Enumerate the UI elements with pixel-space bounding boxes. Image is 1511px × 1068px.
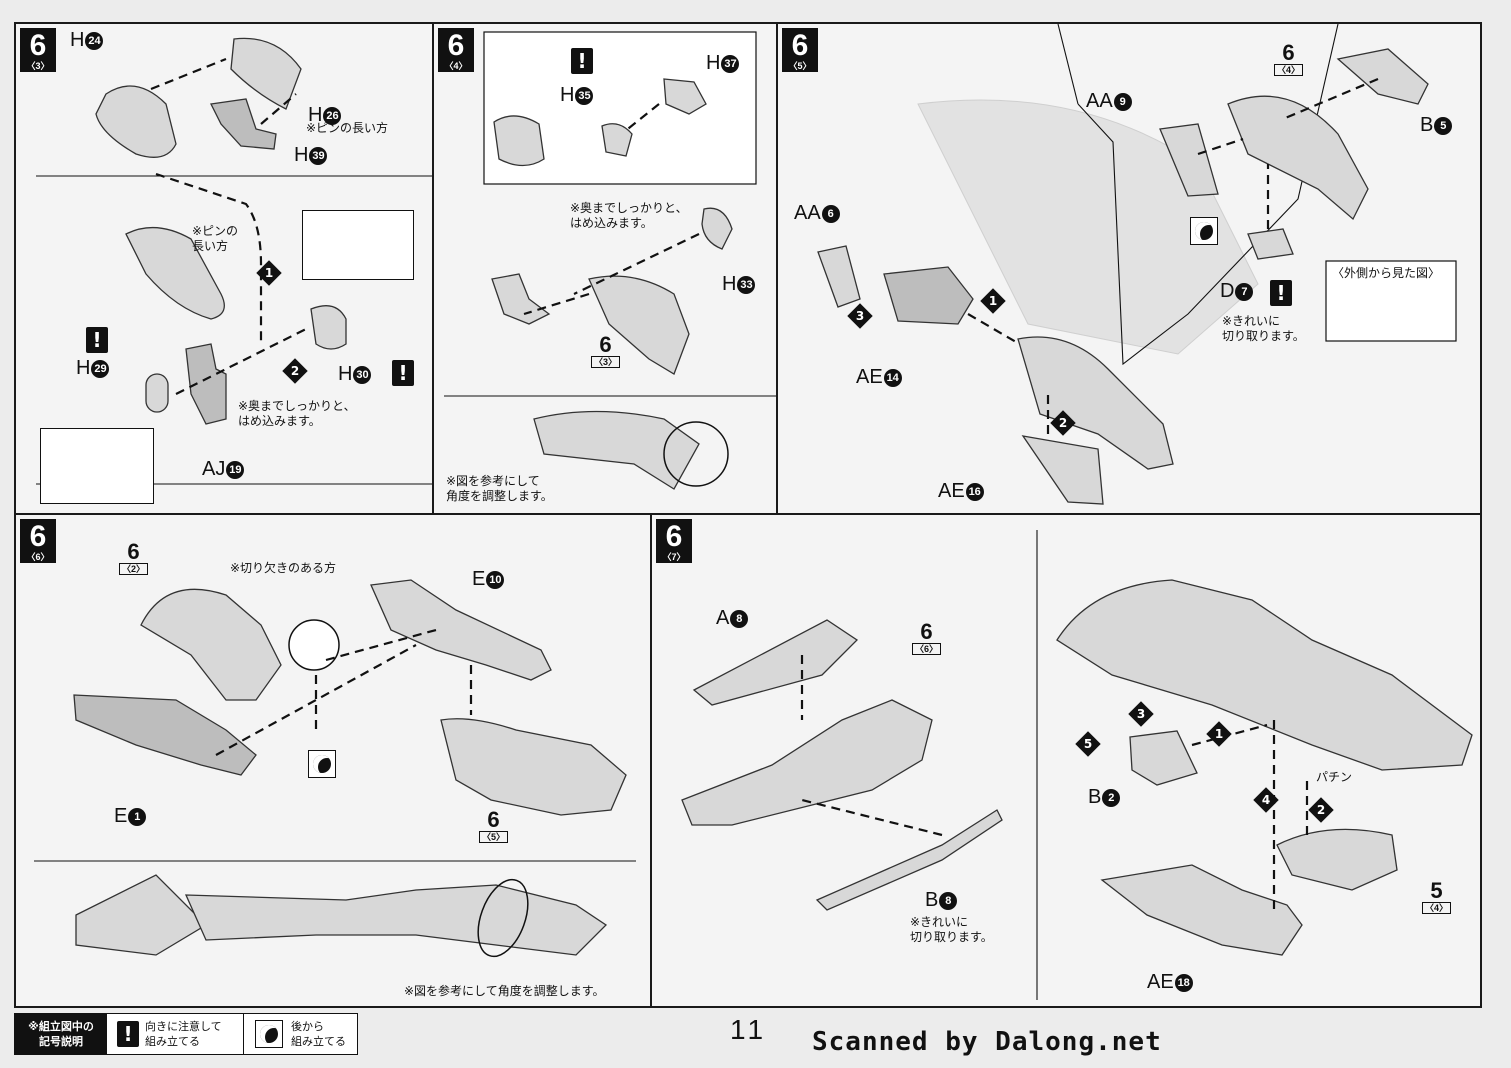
warning-icon: ! (571, 48, 593, 74)
step-badge: 6 〈7〉 (656, 519, 692, 563)
assembly-illustration (34, 579, 636, 958)
sequence-1: 1 (980, 288, 1006, 314)
ref-step-6-3: 6〈3〉 (591, 334, 621, 368)
page-number: 11 (730, 1014, 768, 1045)
note-snap: パチン (1316, 770, 1353, 784)
assembly-illustration (444, 31, 776, 490)
symbol-legend: ※組立図中の記号説明 ! 向きに注意して組み立てる 後から組み立てる (14, 1013, 358, 1055)
step-badge: 6 〈6〉 (20, 519, 56, 563)
step-badge: 6 〈5〉 (782, 28, 818, 72)
warning-icon: ! (86, 327, 108, 353)
ref-step-6-4: 6〈4〉 (1274, 42, 1304, 76)
assembly-illustration (817, 24, 1457, 505)
ref-step-6-6: 6〈6〉 (912, 621, 942, 655)
note-notched-side: ※切り欠きのある方 (230, 561, 337, 575)
assembly-illustration (681, 530, 1473, 1000)
ref-step-6-2: 6〈2〉 (119, 541, 149, 575)
pin-detail-inset (302, 210, 414, 280)
warning-icon: ! (1270, 280, 1292, 306)
warning-icon: ! (117, 1021, 139, 1047)
ref-step-5-4: 5〈4〉 (1422, 880, 1452, 914)
sequence-4: 4 (1253, 787, 1279, 813)
sequence-2: 2 (1308, 797, 1334, 823)
note-pin-long-2: ※ピンの長い方 (192, 224, 239, 253)
legend-warn-text: 向きに注意して組み立てる (145, 1020, 222, 1048)
note-adjust-angle: ※図を参考にして角度を調整します。 (446, 474, 553, 503)
note-press-in: ※奥までしっかりと、はめ込みます。 (238, 399, 356, 428)
legend-back-text: 後から組み立てる (291, 1020, 346, 1048)
sequence-2: 2 (1050, 410, 1076, 436)
note-pin-long: ※ピンの長い方 (306, 121, 389, 135)
legend-divider (243, 1014, 244, 1054)
warning-icon: ! (392, 360, 414, 386)
legend-title: ※組立図中の記号説明 (15, 1014, 107, 1054)
note-cut-clean: ※きれいに切り取ります。 (1222, 314, 1305, 343)
note-adjust-angle: ※図を参考にして角度を調整します。 (404, 984, 605, 998)
note-press-in: ※奥までしっかりと、はめ込みます。 (570, 201, 688, 230)
sequence-1: 1 (256, 260, 282, 286)
sequence-3: 3 (1128, 701, 1154, 727)
sequence-1: 1 (1206, 721, 1232, 747)
assembly-illustration (36, 37, 432, 485)
back-assembly-icon (255, 1020, 283, 1048)
ref-step-6-5: 6〈5〉 (479, 809, 509, 843)
step-badge: 6 〈3〉 (20, 28, 56, 72)
back-assembly-icon (1190, 217, 1218, 245)
sequence-2: 2 (282, 358, 308, 384)
back-assembly-icon (308, 750, 336, 778)
sequence-5: 5 (1075, 731, 1101, 757)
scan-credit: Scanned by Dalong.net (812, 1027, 1162, 1057)
note-cut-clean: ※きれいに切り取ります。 (910, 915, 993, 944)
sequence-3: 3 (847, 303, 873, 329)
note-outside-view: 〈外側から見た図〉 (1332, 266, 1441, 280)
step-badge: 6 〈4〉 (438, 28, 474, 72)
part-detail-inset (40, 428, 154, 504)
